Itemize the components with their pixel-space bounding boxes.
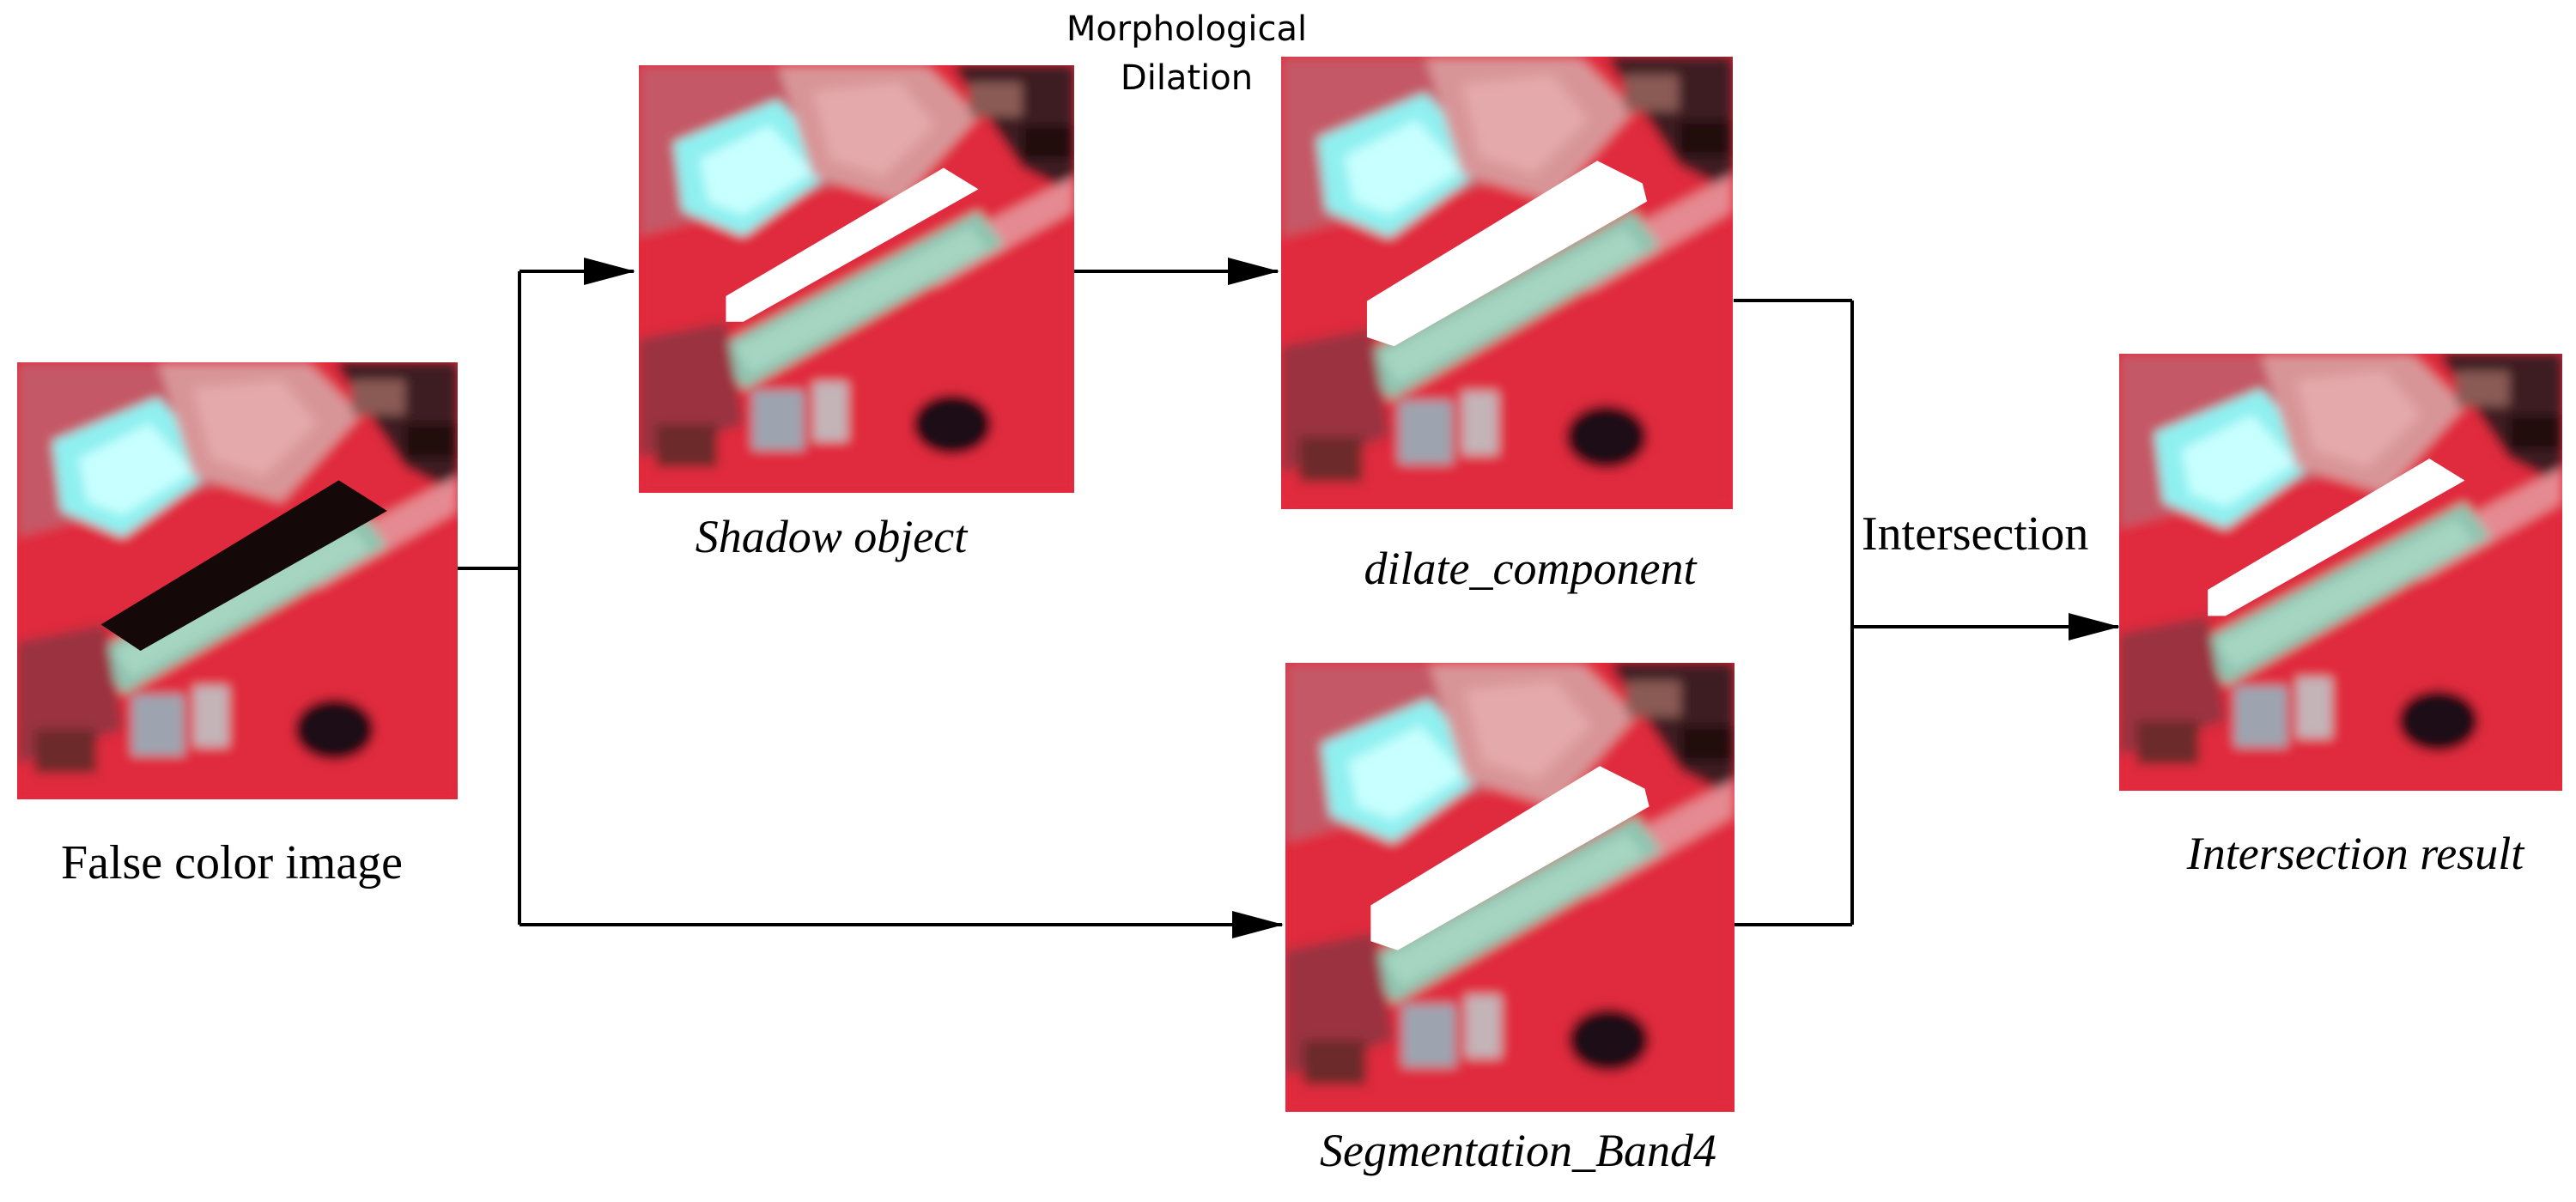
caption-dilate-component: dilate_component <box>1364 543 1698 594</box>
caption-shadow-object: Shadow object <box>696 511 969 562</box>
caption-intersection-result: Intersection result <box>2186 828 2525 879</box>
shadow-object-panel <box>639 65 1074 493</box>
intersection-result-panel <box>2119 354 2562 791</box>
connectors <box>458 258 2120 938</box>
label-intersection: Intersection <box>1862 507 2088 561</box>
label-morphological: Morphological <box>1066 9 1307 49</box>
false-color-image-panel <box>17 362 458 799</box>
label-dilation: Dilation <box>1121 58 1253 98</box>
caption-false-color-image: False color image <box>61 836 403 889</box>
segmentation-band4-panel <box>1285 663 1735 1112</box>
caption-segmentation-band4: Segmentation_Band4 <box>1320 1125 1716 1176</box>
dilate-component-panel <box>1281 57 1733 509</box>
